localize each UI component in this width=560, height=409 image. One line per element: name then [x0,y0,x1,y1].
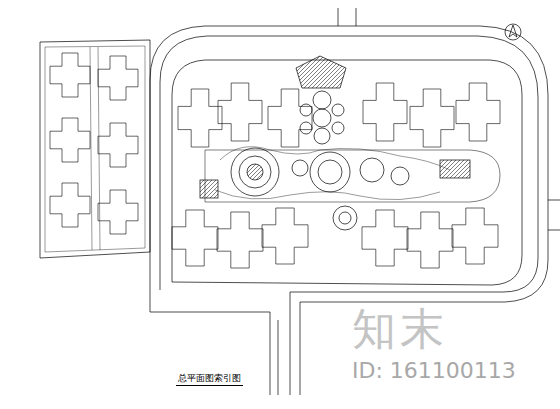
building-footprint [50,53,90,97]
building-footprint [363,83,407,141]
building-footprint [452,208,498,264]
building-footprint [407,212,453,268]
building-footprint [456,83,500,141]
building-footprint [50,183,90,227]
building-footprint [178,89,222,147]
building-footprint [218,83,262,141]
building-footprint [172,210,218,266]
building-footprint [50,118,90,162]
watermark: 知末 [352,300,448,359]
building-footprint [217,212,263,268]
building-footprint [362,210,408,266]
building-footprint [98,56,138,100]
building-footprint [268,89,312,147]
building-footprint [262,208,308,264]
building-footprint [98,123,138,167]
building-footprint [410,89,454,147]
drawing-title: 总平面图索引图 [176,372,243,386]
watermark-id: ID: 161100113 [352,358,516,383]
building-footprint [98,190,138,234]
